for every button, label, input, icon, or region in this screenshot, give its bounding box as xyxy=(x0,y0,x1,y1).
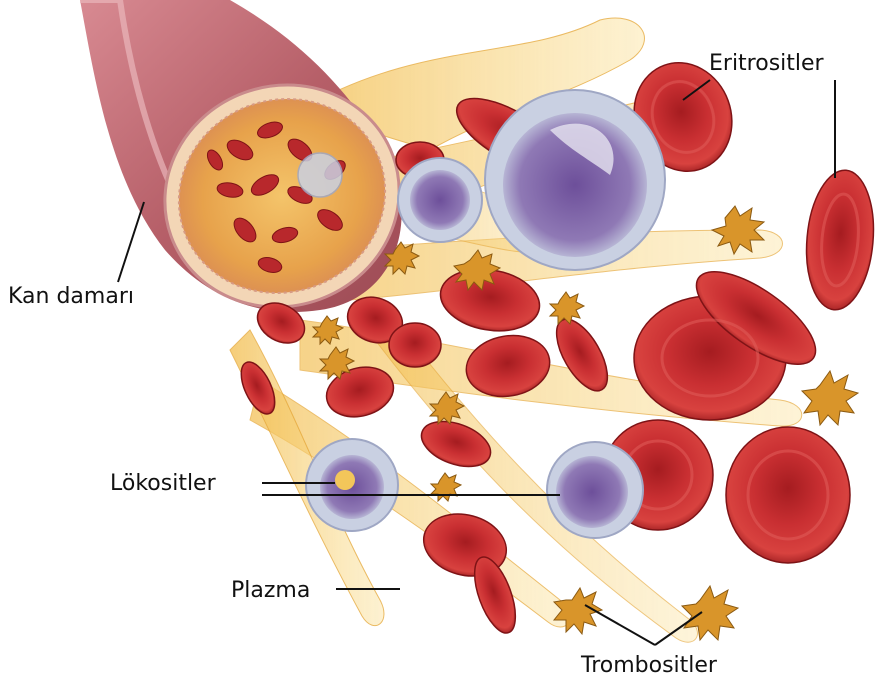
kan-damari-leader xyxy=(118,202,144,282)
platelet xyxy=(550,292,584,324)
label-lokositler: Lökositler xyxy=(110,473,216,495)
platelet xyxy=(431,473,461,501)
rbc xyxy=(726,427,850,563)
label-plazma: Plazma xyxy=(231,580,310,602)
label-trombositler: Trombositler xyxy=(581,655,717,677)
label-kan-damari: Kan damarı xyxy=(8,286,134,308)
platelet xyxy=(802,371,858,425)
rbc xyxy=(801,167,879,312)
rbc xyxy=(389,323,441,367)
wbc xyxy=(298,153,342,197)
label-eritrositler: Eritrositler xyxy=(709,53,824,75)
